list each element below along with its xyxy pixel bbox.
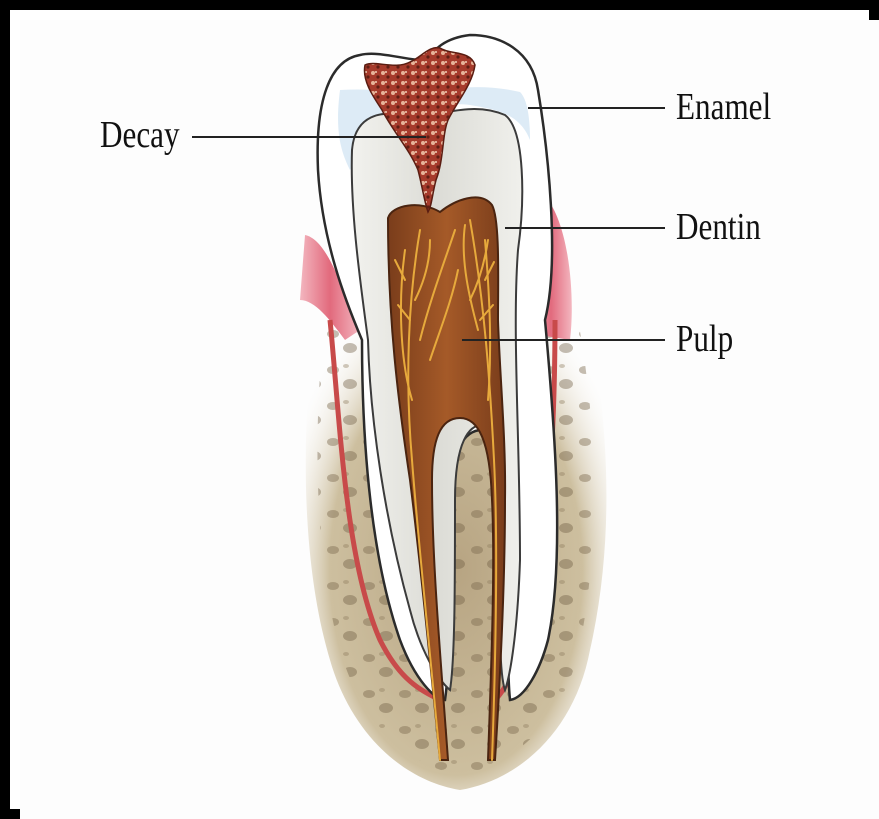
decay-label: Decay: [100, 116, 180, 154]
pulp-label: Pulp: [676, 320, 733, 358]
dentin-label: Dentin: [676, 208, 761, 246]
enamel-label: Enamel: [676, 88, 771, 126]
